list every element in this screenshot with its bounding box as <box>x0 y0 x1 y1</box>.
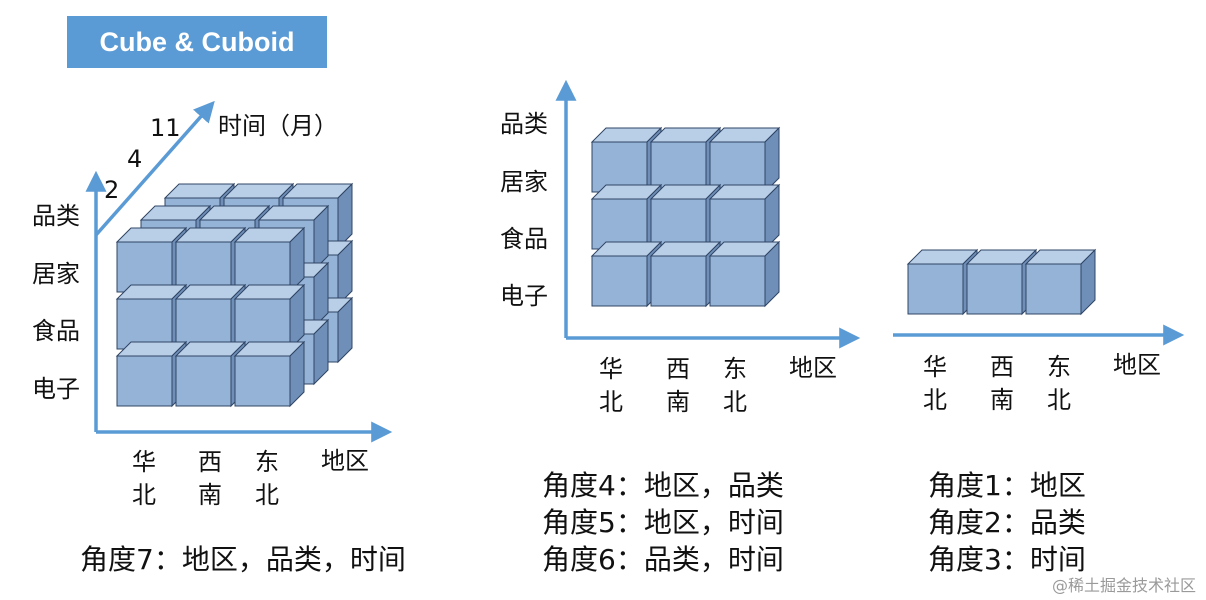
cube-cell <box>233 283 306 351</box>
region-label: 东北 <box>255 448 279 509</box>
title-badge: Cube & Cuboid <box>67 16 327 68</box>
region-label: 西南 <box>990 353 1014 414</box>
region-label: 东北 <box>723 355 747 416</box>
cube-cell <box>708 240 781 308</box>
cube-cell <box>1024 248 1097 316</box>
caption-angle-1: 角度1：地区 <box>928 469 1086 502</box>
time-tick-1: 2 <box>104 176 120 204</box>
category-label-4: 电子 <box>32 375 80 403</box>
cube-cell <box>233 226 306 294</box>
category-label-1: 品类 <box>32 202 80 230</box>
category-label-2: 居家 <box>32 260 80 288</box>
cube-cell <box>708 183 781 251</box>
cube-cell <box>708 126 781 194</box>
category-label-3: 食品 <box>500 225 548 253</box>
region-label: 华北 <box>923 353 947 414</box>
region-axis-label: 地区 <box>789 354 837 382</box>
region-axis-label: 地区 <box>321 447 369 475</box>
caption-angle-3: 角度3：时间 <box>928 543 1086 576</box>
region-axis-label: 地区 <box>1113 351 1161 379</box>
region-label: 华北 <box>132 448 156 509</box>
region-label: 西南 <box>666 355 690 416</box>
region-label: 华北 <box>599 355 623 416</box>
region-label: 西南 <box>198 448 222 509</box>
category-label-3: 食品 <box>32 317 80 345</box>
caption-angle-5: 角度5：地区，时间 <box>542 506 784 539</box>
caption-angle-2: 角度2：品类 <box>928 506 1086 539</box>
caption-angle-6: 角度6：品类，时间 <box>542 543 784 576</box>
category-label-4: 电子 <box>500 282 548 310</box>
time-tick-2: 4 <box>127 145 143 173</box>
category-label-1: 品类 <box>500 110 548 138</box>
time-tick-3: 11 <box>150 114 181 142</box>
region-label: 东北 <box>1047 353 1071 414</box>
caption-angle-7: 角度7：地区，品类，时间 <box>80 543 406 576</box>
cube-cell <box>233 340 306 408</box>
watermark: @稀土掘金技术社区 <box>1051 576 1196 595</box>
time-axis-label: 时间（月） <box>218 112 338 140</box>
category-label-2: 居家 <box>500 168 548 196</box>
caption-angle-4: 角度4：地区，品类 <box>542 469 784 502</box>
time-axis <box>94 100 215 237</box>
